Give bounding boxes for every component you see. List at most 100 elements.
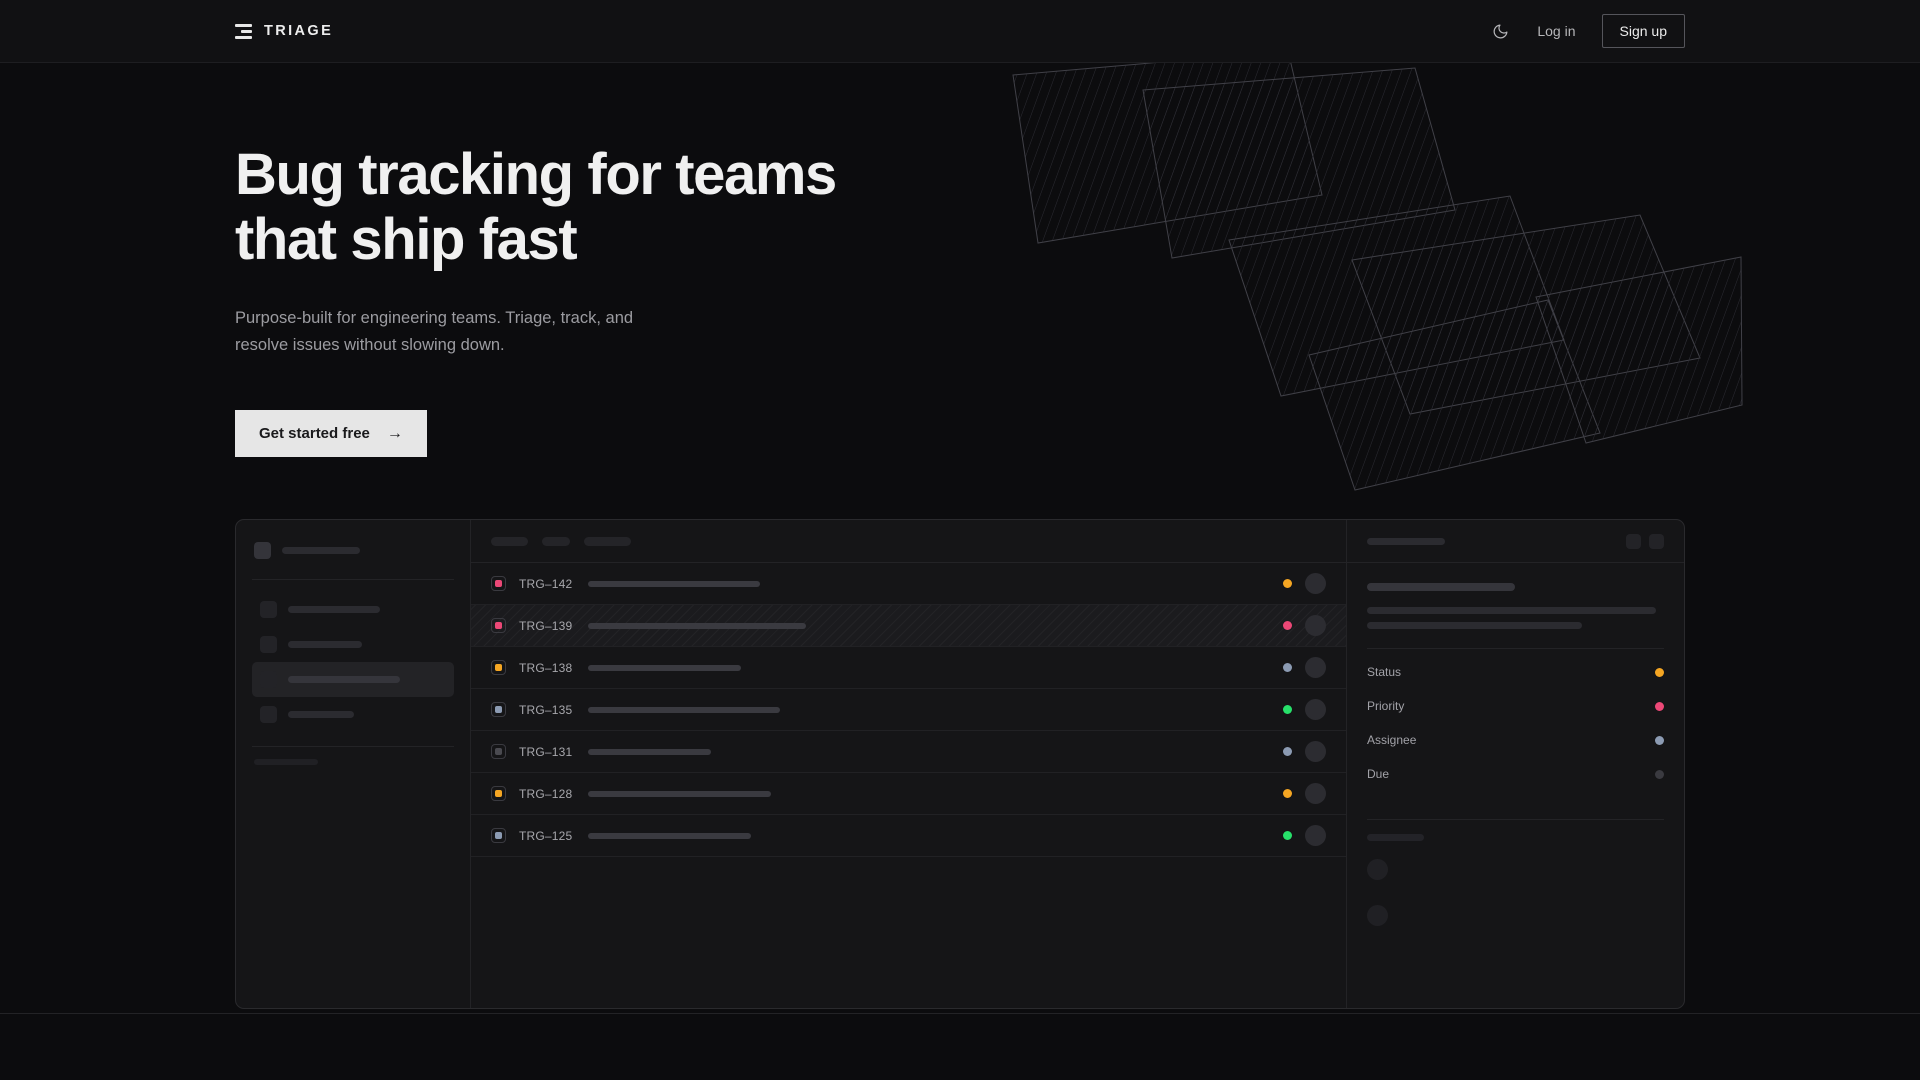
assignee-avatar[interactable]	[1305, 573, 1326, 595]
stacked-bars-logo-icon	[235, 22, 252, 41]
issue-row[interactable]: TRG–138	[471, 647, 1346, 690]
issue-row[interactable]: TRG–131	[471, 731, 1346, 774]
assignee-avatar[interactable]	[1305, 825, 1326, 847]
detail-divider	[1367, 648, 1664, 650]
sidebar-section-label-skeleton	[254, 759, 318, 766]
sidebar-divider	[252, 579, 454, 581]
issue-row[interactable]: TRG–125	[471, 815, 1346, 858]
status-dot-icon[interactable]	[1283, 747, 1292, 757]
sidebar-divider-2	[252, 746, 454, 748]
star-icon[interactable]	[1626, 533, 1641, 549]
get-started-button[interactable]: Get started free →	[235, 410, 427, 458]
issue-row-meta	[1283, 699, 1326, 721]
sidebar-nav-item-3[interactable]	[252, 662, 454, 698]
toolbar-filter-chip-1[interactable]	[491, 536, 528, 546]
status-dot-icon[interactable]	[1283, 621, 1292, 631]
status-dot-icon[interactable]	[1283, 789, 1292, 799]
activity-divider	[1367, 819, 1664, 821]
hero-section: Bug tracking for teams that ship fast Pu…	[0, 63, 1920, 458]
issue-list-toolbar	[471, 520, 1346, 564]
priority-badge-icon[interactable]	[491, 660, 506, 676]
signup-button[interactable]: Sign up	[1601, 14, 1685, 48]
issue-id: TRG–131	[519, 744, 573, 759]
meta-label: Status	[1367, 665, 1402, 680]
cta-label: Get started free	[259, 425, 370, 443]
sidebar-nav	[252, 592, 454, 732]
issue-row[interactable]: TRG–128	[471, 773, 1346, 816]
sidebar-nav-item-2[interactable]	[252, 627, 454, 662]
priority-badge-icon[interactable]	[491, 744, 506, 760]
detail-meta-due[interactable]: Due	[1367, 757, 1664, 791]
detail-description-line-2	[1367, 622, 1582, 630]
detail-meta-assignee[interactable]: Assignee	[1367, 723, 1664, 757]
priority-badge-icon[interactable]	[491, 828, 506, 844]
issue-title-skeleton	[588, 706, 780, 713]
arrow-right-icon: →	[386, 424, 403, 442]
detail-meta-status[interactable]: Status	[1367, 655, 1664, 689]
issue-row[interactable]: TRG–139	[471, 605, 1346, 648]
assignee-avatar[interactable]	[1305, 615, 1326, 637]
meta-value-dot-icon	[1655, 769, 1664, 779]
issue-title-skeleton	[588, 664, 741, 671]
toolbar-filter-chip-3[interactable]	[584, 536, 631, 546]
issue-title-skeleton	[588, 790, 771, 797]
activity-label-skeleton	[1367, 834, 1424, 842]
toolbar-filter-chip-2[interactable]	[542, 536, 570, 546]
login-link[interactable]: Log in	[1537, 23, 1576, 39]
issue-row-meta	[1283, 573, 1326, 595]
section-divider	[0, 1013, 1920, 1014]
sidebar-project-item-2[interactable]	[252, 797, 454, 813]
issue-id: TRG–142	[519, 576, 573, 591]
brand-logo[interactable]: TRIAGE	[235, 22, 333, 41]
sidebar-nav-item-1[interactable]	[252, 592, 454, 627]
activity-item-2	[1367, 899, 1664, 945]
priority-badge-icon[interactable]	[491, 618, 506, 634]
issue-id: TRG–138	[519, 660, 573, 675]
detail-description-line-1	[1367, 607, 1656, 615]
status-dot-icon[interactable]	[1283, 831, 1292, 841]
assignee-avatar[interactable]	[1305, 699, 1326, 721]
priority-badge-icon[interactable]	[491, 786, 506, 802]
sidebar-nav-icon	[260, 706, 277, 724]
issue-id: TRG–139	[519, 618, 573, 633]
sidebar-nav-label-skeleton	[288, 606, 380, 614]
issue-id: TRG–135	[519, 702, 573, 717]
sidebar-nav-label-skeleton	[288, 641, 362, 649]
meta-value-dot-icon	[1655, 701, 1664, 711]
priority-badge-icon[interactable]	[491, 702, 506, 718]
sidebar-project-item-1[interactable]	[252, 781, 454, 797]
workspace-name-skeleton	[282, 547, 360, 555]
workspace-switcher[interactable]	[252, 536, 454, 565]
sidebar-nav-item-4[interactable]	[252, 697, 454, 732]
moon-icon[interactable]	[1489, 20, 1511, 42]
issue-title-skeleton	[588, 748, 711, 755]
sidebar-project-item-3[interactable]	[252, 813, 454, 829]
status-dot-icon[interactable]	[1283, 663, 1292, 673]
detail-meta-priority[interactable]: Priority	[1367, 689, 1664, 723]
hero-subheading: Purpose-built for engineering teams. Tri…	[235, 308, 634, 354]
issue-row[interactable]: TRG–135	[471, 689, 1346, 732]
activity-feed	[1347, 820, 1684, 945]
assignee-avatar[interactable]	[1305, 741, 1326, 763]
meta-label: Due	[1367, 767, 1390, 782]
assignee-avatar[interactable]	[1305, 783, 1326, 805]
more-icon[interactable]	[1649, 533, 1664, 549]
issue-row-meta	[1283, 741, 1326, 763]
meta-label: Priority	[1367, 699, 1405, 714]
status-dot-icon[interactable]	[1283, 705, 1292, 715]
status-dot-icon[interactable]	[1283, 579, 1292, 589]
issue-row[interactable]: TRG–142	[471, 563, 1346, 606]
issue-title-skeleton	[588, 832, 751, 839]
assignee-avatar[interactable]	[1305, 657, 1326, 679]
detail-breadcrumb-skeleton	[1367, 537, 1445, 545]
priority-badge-icon[interactable]	[491, 576, 506, 592]
hero-heading: Bug tracking for teams that ship fast	[235, 142, 837, 272]
issue-row-meta	[1283, 615, 1326, 637]
brand-name: TRIAGE	[264, 23, 334, 39]
issue-id: TRG–128	[519, 786, 573, 801]
sidebar-nav-icon	[260, 671, 277, 689]
